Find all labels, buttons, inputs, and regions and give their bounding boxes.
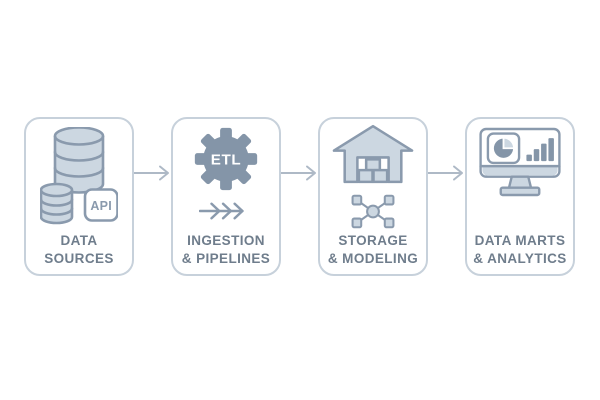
stage-label-line1: DATA <box>60 233 98 248</box>
monitor-icon <box>479 127 561 197</box>
stage-data-sources: API DATA SOURCES <box>24 117 134 276</box>
monitor-base <box>499 186 541 197</box>
right-arrow-icon <box>281 165 316 181</box>
stage-label-line1: INGESTION <box>187 233 265 248</box>
stage-storage-modeling: STORAGE & MODELING <box>318 117 428 276</box>
stage-label-data-marts: DATA MARTS & ANALYTICS <box>467 232 573 268</box>
database-large-icon <box>53 127 105 194</box>
stage-label-line1: STORAGE <box>338 233 408 248</box>
stage-label-ingestion: INGESTION & PIPELINES <box>173 232 279 268</box>
stage-label-data-sources: DATA SOURCES <box>26 232 132 268</box>
right-arrow-icon <box>134 165 169 181</box>
monitor-bezel <box>482 167 558 176</box>
monitor-stand <box>507 175 533 189</box>
flow-connector-2 <box>281 117 318 182</box>
stage-ingestion-pipelines: ETL INGESTION & PIPELINES <box>171 117 281 276</box>
stage-label-line2: SOURCES <box>44 251 114 266</box>
crate-left-icon <box>357 168 374 184</box>
data-sources-icons: API <box>26 119 132 227</box>
flow-connector-1 <box>134 117 171 182</box>
database-api-icon: API <box>40 127 118 225</box>
etl-gear-icon: ETL <box>194 127 258 191</box>
stage-label-storage: STORAGE & MODELING <box>320 232 426 268</box>
analytics-icons <box>467 119 573 198</box>
api-badge-icon: API <box>83 188 118 222</box>
stage-label-line2: & MODELING <box>327 251 419 266</box>
etl-gear-text: ETL <box>211 151 242 168</box>
triple-chevron-arrow-icon <box>199 202 244 220</box>
crate-top-icon <box>364 158 382 172</box>
network-nodes-icon <box>351 194 395 229</box>
flow-connector-3 <box>428 117 465 182</box>
crate-right-icon <box>372 168 389 184</box>
bar-chart-icon <box>526 138 554 162</box>
stage-label-line1: DATA MARTS <box>474 233 566 248</box>
ingestion-icons: ETL <box>173 119 279 220</box>
pipeline-flow: API DATA SOURCES <box>24 117 575 276</box>
right-arrow-icon <box>428 165 463 181</box>
storage-icons <box>320 119 426 229</box>
database-small-icon <box>40 182 74 225</box>
warehouse-icon <box>332 124 414 184</box>
stage-data-marts-analytics: DATA MARTS & ANALYTICS <box>465 117 575 276</box>
pie-chart-icon <box>486 132 521 165</box>
stage-label-line2: & PIPELINES <box>181 251 271 266</box>
api-badge-text: API <box>90 199 112 213</box>
stage-label-line2: & ANALYTICS <box>473 251 567 266</box>
